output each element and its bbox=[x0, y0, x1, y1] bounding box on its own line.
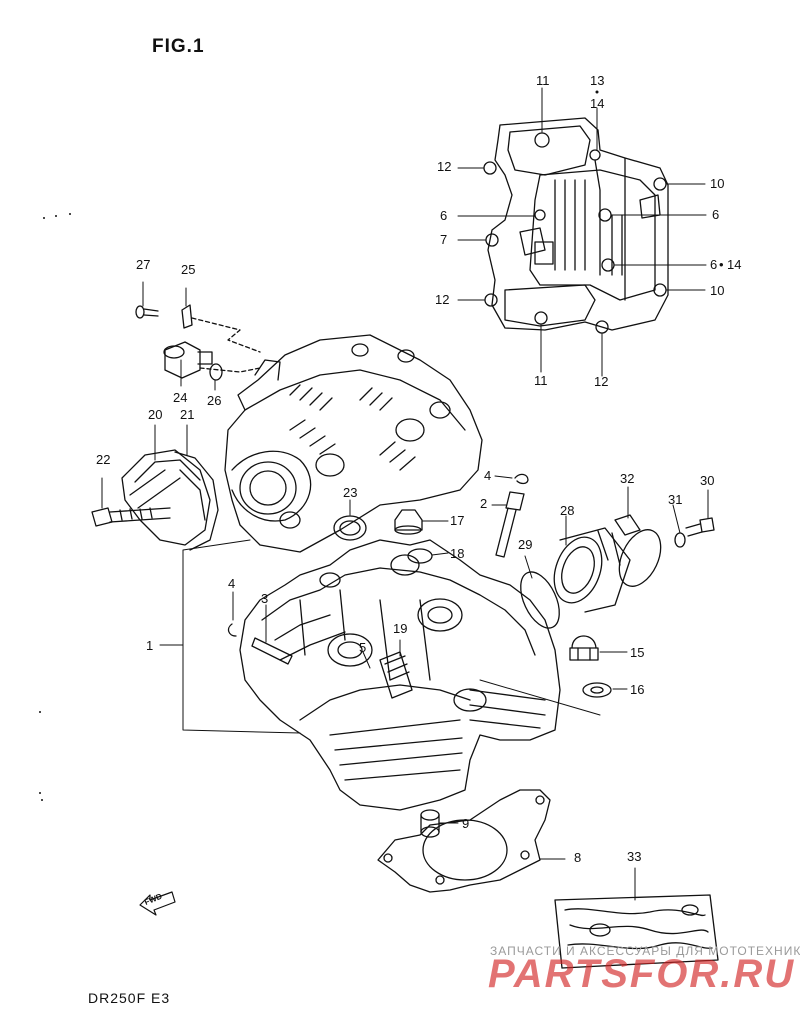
cylinder-head-part bbox=[239, 539, 561, 811]
plug-19-part bbox=[379, 651, 413, 699]
part-label-5: 5 bbox=[359, 640, 367, 655]
part-label-17: 17 bbox=[450, 513, 465, 528]
dowel-9-part bbox=[420, 809, 440, 838]
washer-16-part bbox=[582, 682, 612, 698]
part-label-4-left: 4 bbox=[228, 576, 236, 591]
part-label-bullet: • bbox=[719, 257, 724, 272]
part-label-19: 19 bbox=[393, 621, 408, 636]
part-label-15: 15 bbox=[630, 645, 645, 660]
circlip-4b-part bbox=[227, 623, 237, 637]
plug-24-part bbox=[163, 341, 213, 379]
camshaft-housing-part bbox=[224, 334, 483, 553]
part-label-14-top: 14 bbox=[590, 96, 605, 111]
part-label-23: 23 bbox=[343, 485, 358, 500]
stud-3-part bbox=[251, 637, 293, 665]
part-label-20: 20 bbox=[148, 407, 163, 422]
part-label-22: 22 bbox=[96, 452, 111, 467]
part-label-30: 30 bbox=[700, 473, 715, 488]
part-label-2: 2 bbox=[480, 496, 488, 511]
gasket-set-33-part bbox=[554, 894, 719, 969]
part-label-31: 31 bbox=[668, 492, 683, 507]
oring-29-part bbox=[520, 571, 560, 629]
part-label-26: 26 bbox=[207, 393, 222, 408]
part-label-28: 28 bbox=[560, 503, 575, 518]
part-label-3: 3 bbox=[261, 591, 269, 606]
part-label-33: 33 bbox=[627, 849, 642, 864]
part-label-10-top: 10 bbox=[710, 176, 725, 191]
tappet-cover-part bbox=[121, 449, 219, 551]
part-label-12-bottom: 12 bbox=[594, 374, 609, 389]
bolt-22-part bbox=[91, 507, 171, 527]
capnut-15-part bbox=[569, 635, 599, 661]
part-label-18: 18 bbox=[450, 546, 465, 561]
part-label-16: 16 bbox=[630, 682, 645, 697]
part-label-25: 25 bbox=[181, 262, 196, 277]
part-label-12-lower-left: 12 bbox=[435, 292, 450, 307]
circlip-4a-part bbox=[514, 473, 529, 485]
intake-pipe-28-part bbox=[553, 527, 631, 613]
guide-2-part bbox=[495, 491, 525, 558]
part-label-27: 27 bbox=[136, 257, 151, 272]
watermark-subtitle: ЗАПЧАСТИ И АКСЕССУАРЫ ДЛЯ МОТОТЕХНИКИ bbox=[490, 944, 800, 958]
figure-title: FIG.1 bbox=[152, 36, 205, 57]
model-code: DR250F E3 bbox=[88, 990, 171, 1006]
clamp-32-part bbox=[614, 514, 662, 587]
part-label-14-lower: 14 bbox=[727, 257, 742, 272]
part-label-21: 21 bbox=[180, 407, 195, 422]
part-label-9: 9 bbox=[462, 816, 470, 831]
part-label-24: 24 bbox=[173, 390, 188, 405]
part-label-10-lower: 10 bbox=[710, 283, 725, 298]
washer-26-part bbox=[209, 363, 223, 381]
clip-25-part bbox=[181, 304, 193, 329]
part-label-6-left: 6 bbox=[440, 208, 448, 223]
fwd-label: FWD bbox=[136, 890, 163, 908]
part-label-1: 1 bbox=[146, 638, 154, 653]
part-label-32: 32 bbox=[620, 471, 635, 486]
part-label-29: 29 bbox=[518, 537, 533, 552]
part-label-8: 8 bbox=[574, 850, 582, 865]
part-label-6-right: 6 bbox=[712, 207, 720, 222]
fwd-arrow-icon bbox=[139, 891, 176, 916]
washer-18-part bbox=[407, 548, 433, 564]
watermark-logo: PARTSFOR.RU bbox=[488, 952, 796, 996]
part-label-13: 13 bbox=[590, 73, 605, 88]
screw-27-part bbox=[135, 305, 159, 319]
part-label-7: 7 bbox=[440, 232, 448, 247]
screw-30-part bbox=[685, 517, 715, 537]
head-gasket-8-part bbox=[377, 789, 551, 893]
washer-31-part bbox=[674, 532, 686, 548]
head-cover-part bbox=[483, 117, 669, 334]
part-label-6-lower: 6 bbox=[710, 257, 718, 272]
part-label-12-left: 12 bbox=[437, 159, 452, 174]
part-label-11-bottom: 11 bbox=[534, 373, 548, 388]
part-label-11-top: 11 bbox=[536, 73, 550, 88]
capnut-17-part bbox=[394, 509, 423, 535]
oring-23-part bbox=[333, 515, 367, 541]
part-label-4-top: 4 bbox=[484, 468, 492, 483]
